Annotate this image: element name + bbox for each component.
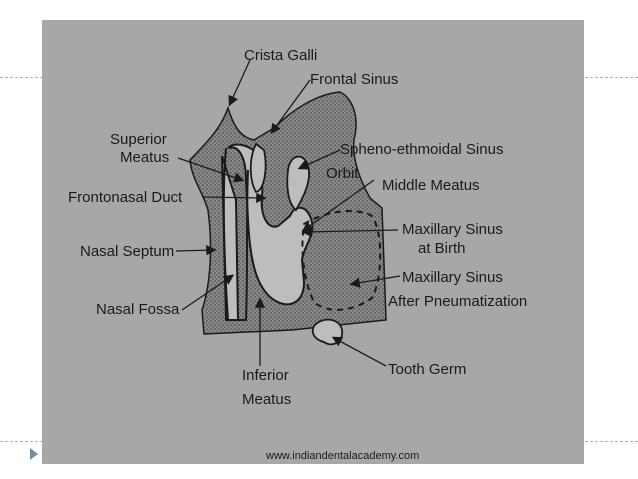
spheno-ethmoidal-pocket [286,155,310,212]
label-middle-meatus: Middle Meatus [382,177,480,194]
label-inferior-meatus-line1: Inferior [242,367,289,384]
frontal-sinus-pocket [249,142,267,194]
label-spheno-ethmoidal-sinus: Spheno-ethmoidal Sinus [340,141,503,158]
diagram-photo: Crista Galli Frontal Sinus Superior Meat… [42,20,584,464]
nasal-cavity-diagram: Crista Galli Frontal Sinus Superior Meat… [68,47,527,408]
label-maxillary-sinus-birth-line2: at Birth [418,240,466,257]
maxillary-sinus-after-outline [301,209,382,311]
label-tooth-germ: Tooth Germ [388,361,466,378]
label-inferior-meatus-line2: Meatus [242,391,291,408]
label-maxillary-sinus-after-line2: After Pneumatization [388,293,527,310]
label-superior-meatus-line2: Meatus [120,149,169,166]
nasal-fossa-outline [222,147,249,321]
footer-url: www.indiandentalacademy.com [266,450,420,462]
label-maxillary-sinus-after-line1: Maxillary Sinus [402,269,503,286]
label-crista-galli: Crista Galli [244,47,317,64]
slide-bullet-icon [30,448,38,460]
label-frontal-sinus: Frontal Sinus [310,71,398,88]
label-orbit: Orbit [326,165,359,182]
label-nasal-fossa: Nasal Fossa [96,301,180,318]
label-nasal-septum: Nasal Septum [80,243,174,260]
label-frontonasal-duct: Frontonasal Duct [68,189,183,206]
label-superior-meatus-line1: Superior [110,131,167,148]
label-maxillary-sinus-birth-line1: Maxillary Sinus [402,221,503,238]
leader-lines [175,59,401,367]
